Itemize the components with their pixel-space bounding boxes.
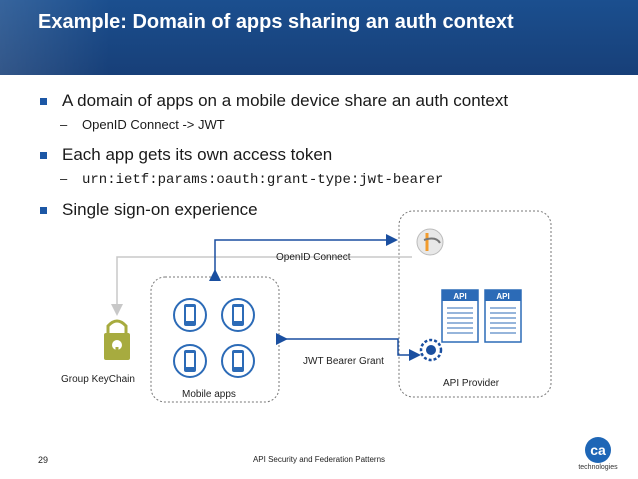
openid-arrow: [209, 234, 398, 281]
api-document-icon: [484, 289, 522, 343]
bullet-2-sub-text: urn:ietf:params:oauth:grant-type:jwt-bea…: [82, 172, 444, 188]
sub-dash: –: [60, 171, 68, 186]
bullet-marker: [40, 207, 47, 214]
logo-subtext: technologies: [578, 464, 618, 471]
bullet-2-text: Each app gets its own access token: [62, 145, 333, 164]
openid-connect-label: OpenID Connect: [276, 252, 351, 263]
bullet-2: Each app gets its own access token: [38, 144, 618, 166]
slide-title: Example: Domain of apps sharing an auth …: [38, 11, 514, 33]
header-highlight: [0, 0, 110, 75]
auth-server-icon: [419, 338, 443, 362]
bullet-2-sub: – urn:ietf:params:oauth:grant-type:jwt-b…: [38, 170, 618, 189]
sub-dash: –: [60, 117, 68, 132]
jwt-arrow: [276, 333, 421, 361]
phone-icon: [173, 344, 207, 378]
mobile-apps-box: [150, 276, 280, 403]
api-badge-1: API: [453, 292, 466, 301]
slide-header: Example: Domain of apps sharing an auth …: [0, 0, 638, 75]
bullet-list: A domain of apps on a mobile device shar…: [38, 90, 618, 225]
bullet-marker: [40, 98, 47, 105]
group-keychain-label: Group KeyChain: [61, 374, 135, 385]
bullet-1-text: A domain of apps on a mobile device shar…: [62, 91, 509, 110]
jwt-bearer-grant-label: JWT Bearer Grant: [303, 356, 384, 367]
logo-text: ca: [590, 442, 606, 458]
api-provider-label: API Provider: [443, 378, 500, 389]
bullet-1-sub-text: OpenID Connect -> JWT: [82, 117, 225, 132]
api-document-icon: [441, 289, 479, 343]
lock-icon: [104, 319, 130, 360]
api-badge-2: API: [496, 292, 509, 301]
bullet-marker: [40, 152, 47, 159]
bullet-3-text: Single sign-on experience: [62, 200, 258, 219]
ca-technologies-logo: ca technologies: [578, 437, 618, 471]
phone-icon: [221, 344, 255, 378]
bullet-3: Single sign-on experience: [38, 199, 618, 221]
mobile-apps-label: Mobile apps: [182, 389, 236, 400]
phone-icon: [173, 298, 207, 332]
openid-icon: [416, 228, 444, 256]
footer-title: API Security and Federation Patterns: [252, 455, 386, 464]
bullet-1: A domain of apps on a mobile device shar…: [38, 90, 618, 112]
phone-icon: [221, 298, 255, 332]
page-number: 29: [38, 455, 49, 465]
bullet-1-sub: – OpenID Connect -> JWT: [38, 116, 618, 134]
